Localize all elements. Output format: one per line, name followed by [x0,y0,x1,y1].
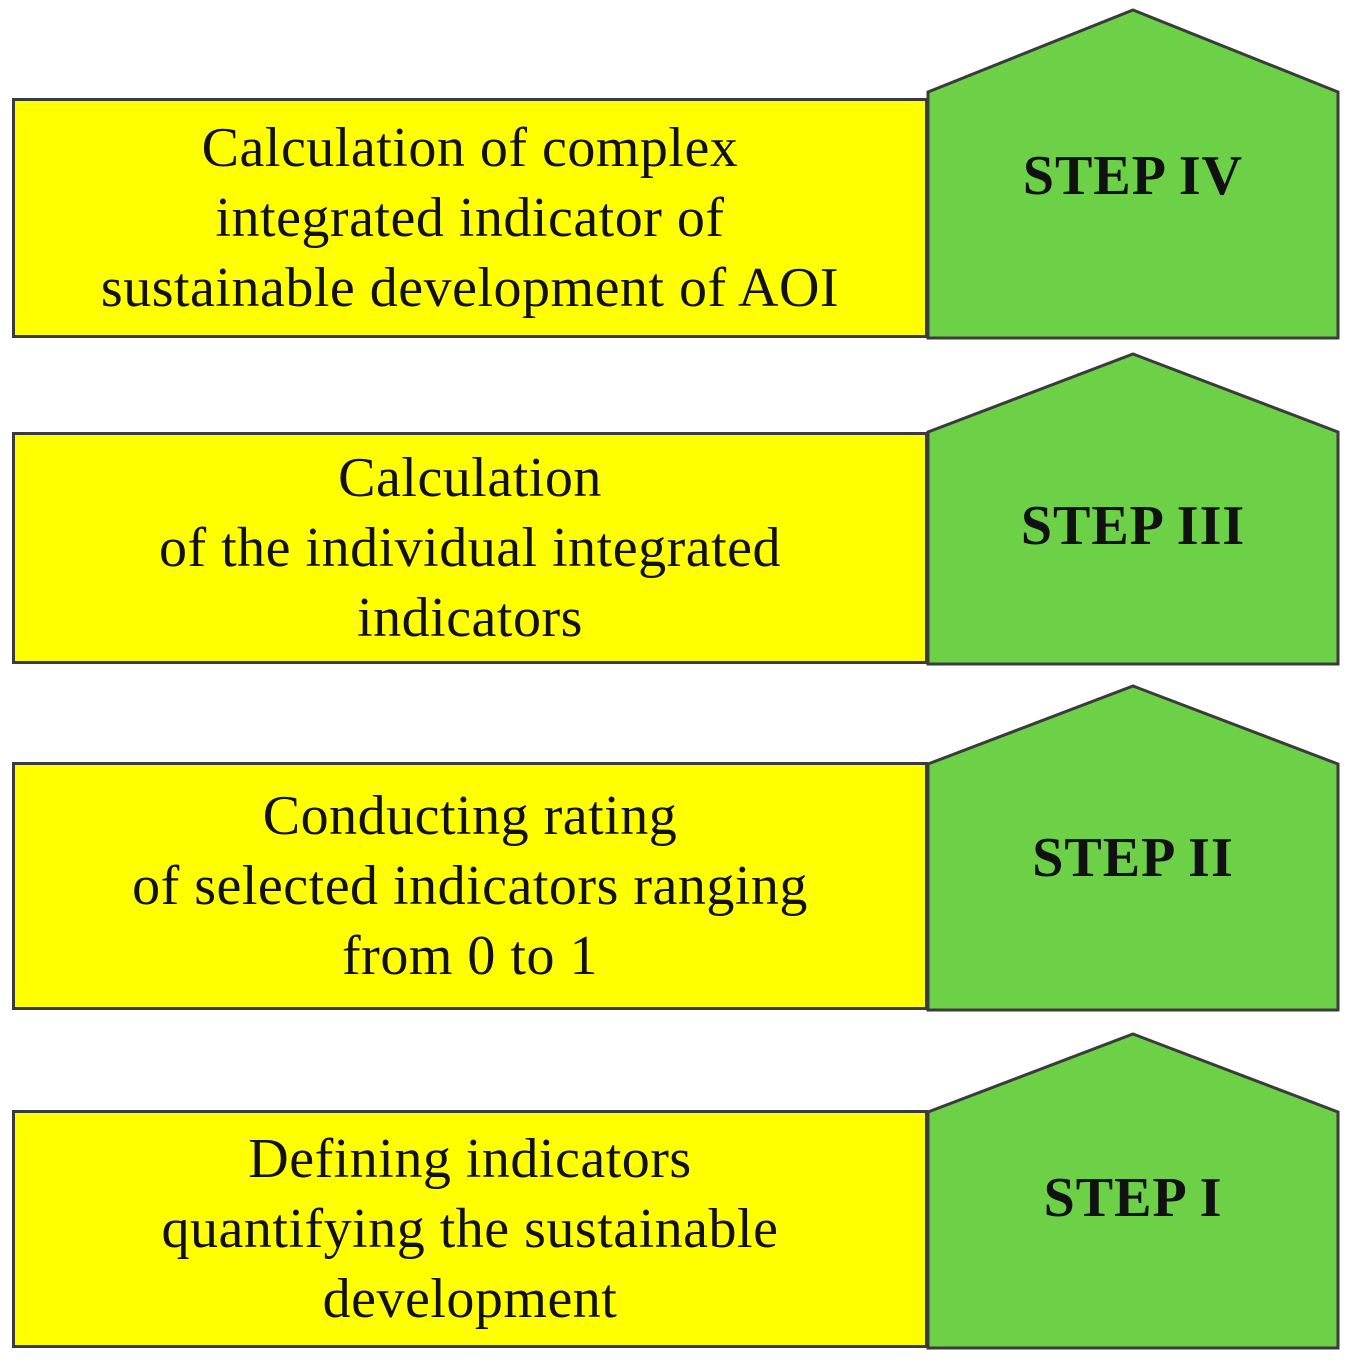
step-iv-description-line-1: Calculation of complex [201,117,739,179]
step-i-description-line-2: quantifying the sustainable [161,1198,779,1260]
step-iv-description-box: Calculation of complex integrated indica… [12,98,928,338]
step-iii-house-shape [926,352,1340,666]
step-iv-description-line-2: integrated indicator of [215,187,725,249]
step-ii-house-shape [926,684,1340,1012]
step-i-description-line-3: development [322,1268,618,1330]
step-i-label: STEP I [1043,1167,1223,1229]
step-iii-description-line-2: of the individual integrated [158,517,782,579]
step-ii-label: STEP II [1032,827,1234,889]
step-iii-description-line-3: indicators [357,587,583,649]
step-ii-description-line-3: from 0 to 1 [342,925,598,987]
step-ii-description-line-2: of selected indicators ranging [132,855,808,917]
step-i-description-box: Defining indicators quantifying the sust… [12,1110,928,1348]
step-ii-description-box: Conducting rating of selected indicators… [12,762,928,1010]
step-iv-house-shape [926,8,1340,340]
step-i-description-line-1: Defining indicators [248,1128,692,1190]
step-iii-description-box: Calculation of the individual integrated… [12,432,928,664]
step-ii-description-line-1: Conducting rating [262,785,678,847]
step-iv-label: STEP IV [1022,145,1244,207]
step-iii-label: STEP III [1020,495,1246,557]
step-iv-description-line-3: sustainable development of AOI [100,257,840,319]
step-i-house-shape [926,1032,1340,1350]
step-iii-description-line-1: Calculation [338,447,602,509]
